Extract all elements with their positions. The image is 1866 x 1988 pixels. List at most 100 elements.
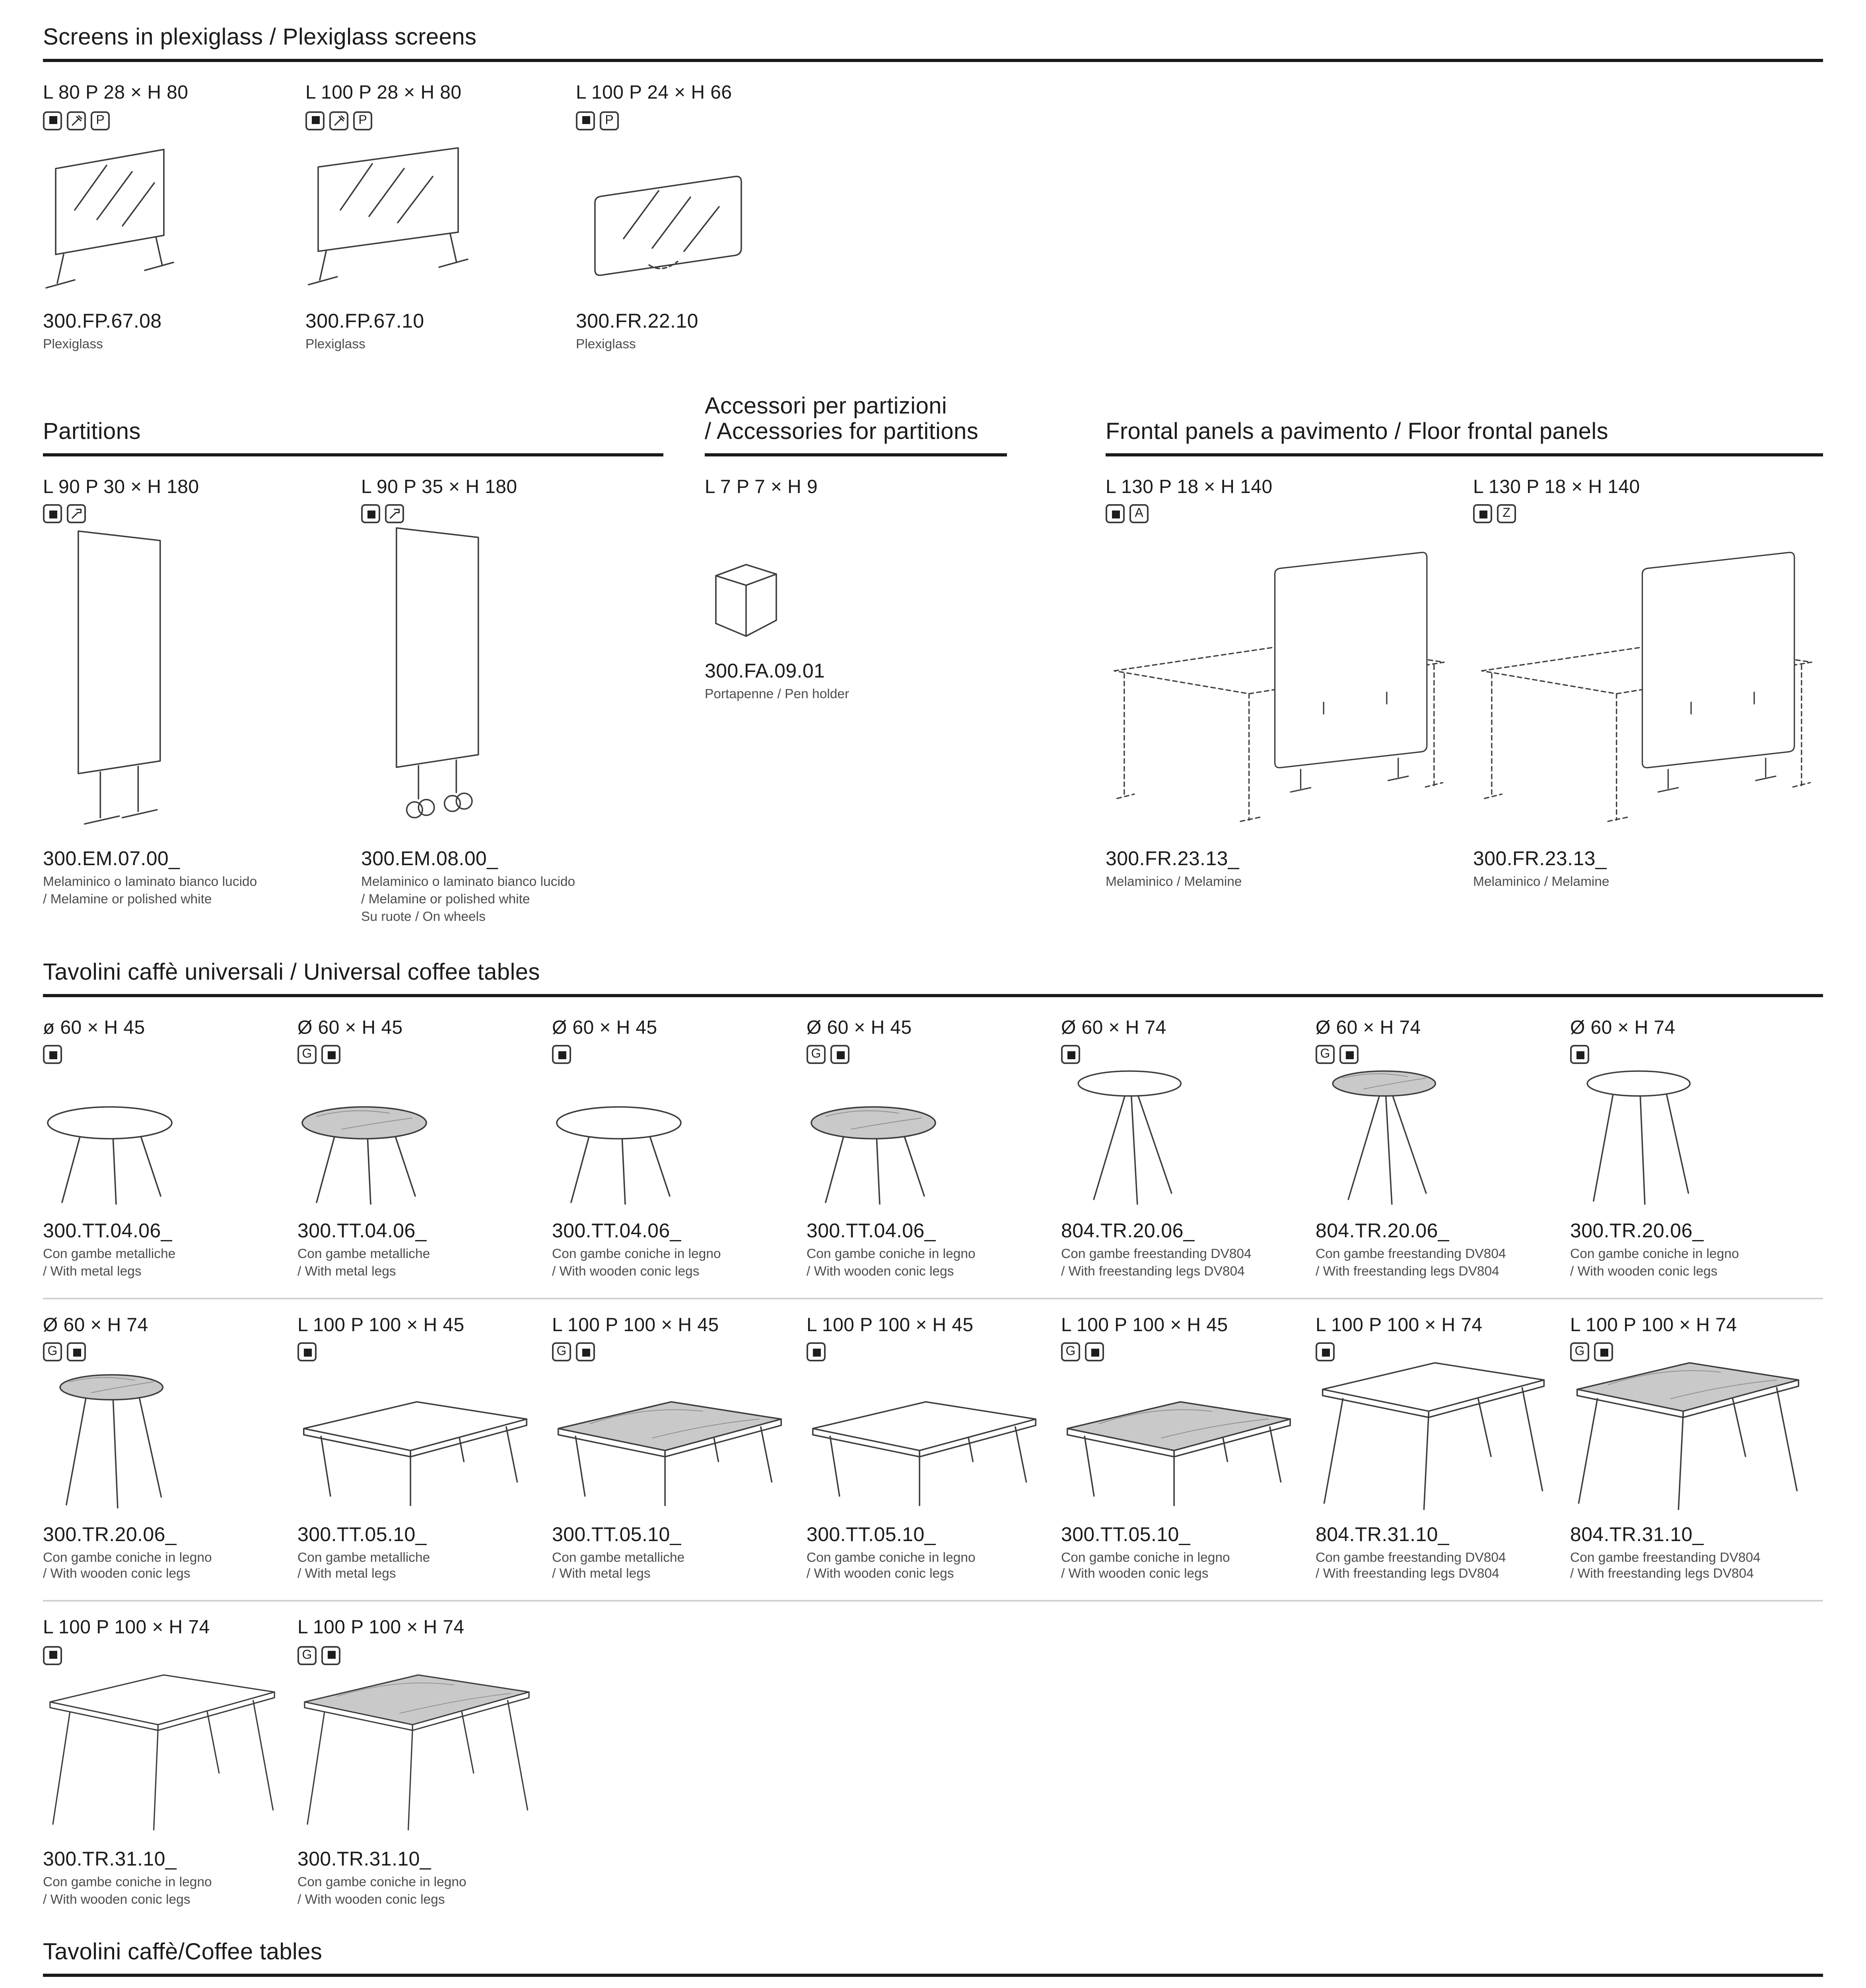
product-dimensions: L 100 P 100 × H 74 <box>1570 1313 1737 1336</box>
product-icons: Z <box>1473 504 1823 525</box>
product-card: L 130 P 18 × H 140 Z 300.FR.23.13_ Melam… <box>1473 476 1823 891</box>
product-description: Con gambe freestanding DV804 / With free… <box>1316 1244 1506 1278</box>
row-divider <box>43 1297 1823 1299</box>
product-icons: G <box>43 1342 282 1362</box>
product-dimensions: L 100 P 100 × H 45 <box>1061 1313 1228 1336</box>
filled-square-icon <box>576 111 595 130</box>
filled-square-icon <box>1061 1045 1080 1064</box>
product-icons <box>1316 1342 1554 1362</box>
section-title: Screens in plexiglass / Plexiglass scree… <box>43 25 477 51</box>
product-dimensions: L 130 P 18 × H 140 <box>1106 475 1273 498</box>
product-card: Ø 60 × H 74 804.TR.20.06_ Con gambe free… <box>1061 1016 1300 1279</box>
product-icons <box>1570 1044 1809 1065</box>
product-illustration <box>1061 1070 1300 1208</box>
product-illustration <box>43 137 305 299</box>
product-illustration <box>552 1369 791 1512</box>
product-description: Melaminico / Melamine <box>1473 873 1609 889</box>
product-dimensions: Ø 60 × H 74 <box>1316 1015 1421 1038</box>
product-description: Con gambe coniche in legno / With wooden… <box>43 1874 212 1908</box>
gres-top-icon: G <box>807 1045 826 1064</box>
product-illustration <box>43 530 345 837</box>
product-card: Ø 60 × H 74 G 804.TR.20.06_ Con gambe fr… <box>1316 1016 1554 1279</box>
product-dimensions: L 80 P 28 × H 80 <box>43 81 189 103</box>
product-dimensions: L 100 P 100 × H 74 <box>297 1616 465 1639</box>
product-illustration <box>552 1072 791 1208</box>
product-dimensions: Ø 60 × H 74 <box>43 1313 148 1336</box>
product-dimensions: L 100 P 100 × H 74 <box>43 1616 210 1639</box>
product-icons <box>705 504 1007 525</box>
filled-square-icon <box>321 1045 340 1064</box>
product-code: 804.TR.20.06_ <box>1061 1219 1195 1242</box>
product-icons <box>552 1044 791 1065</box>
section-title: Partitions <box>43 419 141 445</box>
universal-tables-row-3: L 100 P 100 × H 74 300.TR.31.10_ Con gam… <box>43 1617 1823 1909</box>
product-icons: A <box>1106 504 1456 525</box>
product-code: 300.EM.07.00_ <box>43 847 180 870</box>
product-code: 300.TT.04.06_ <box>552 1219 681 1242</box>
product-code: 300.TR.31.10_ <box>43 1848 177 1871</box>
product-icons: P <box>43 110 305 130</box>
product-dimensions: L 130 P 18 × H 140 <box>1473 475 1640 498</box>
product-dimensions: Ø 60 × H 74 <box>1570 1015 1676 1038</box>
row-divider <box>43 1600 1823 1602</box>
product-description: Con gambe metalliche / With metal legs <box>297 1548 430 1582</box>
product-code: 804.TR.31.10_ <box>1316 1523 1449 1545</box>
section-rule <box>43 59 1823 62</box>
gres-top-icon: G <box>552 1342 571 1362</box>
product-dimensions: L 100 P 100 × H 74 <box>1316 1313 1483 1336</box>
product-code: 300.TR.20.06_ <box>43 1523 177 1545</box>
product-card: Ø 60 × H 74 G 300.TR.20.06_ Con gambe co… <box>43 1313 282 1583</box>
knocked-down-icon <box>67 111 86 130</box>
filled-square-icon <box>576 1342 595 1362</box>
plexiglass-icon: P <box>91 111 110 130</box>
product-icons: G <box>552 1342 791 1362</box>
abs-clamps-icon: A <box>1129 505 1149 524</box>
product-card: L 100 P 100 × H 45 300.TT.05.10_ Con gam… <box>807 1313 1045 1583</box>
product-description: Melaminico o laminato bianco lucido / Me… <box>43 873 257 907</box>
product-icons: G <box>1570 1342 1809 1362</box>
gres-top-icon: G <box>297 1045 317 1064</box>
product-dimensions: Ø 60 × H 45 <box>297 1015 403 1038</box>
product-illustration <box>43 1672 282 1838</box>
product-icons: G <box>1061 1342 1300 1362</box>
product-description: Plexiglass <box>576 336 636 351</box>
product-dimensions: L 100 P 100 × H 45 <box>552 1313 719 1336</box>
product-code: 300.FA.09.01 <box>705 660 825 682</box>
product-icons <box>43 1044 282 1065</box>
product-illustration <box>807 1369 1045 1512</box>
filled-square-icon <box>43 505 62 524</box>
filled-square-icon <box>1085 1342 1104 1362</box>
product-description: Melaminico / Melamine <box>1106 873 1242 889</box>
product-description: Con gambe coniche in legno / With wooden… <box>807 1244 976 1278</box>
product-icons <box>361 504 663 525</box>
product-description: Con gambe metalliche / With metal legs <box>43 1244 176 1278</box>
product-code: 804.TR.20.06_ <box>1316 1219 1449 1242</box>
product-icons: P <box>305 110 576 130</box>
product-card: Ø 60 × H 45 G 300.TT.04.06_ Con gambe co… <box>807 1016 1045 1279</box>
product-dimensions: L 7 P 7 × H 9 <box>705 475 818 498</box>
product-icons <box>43 1645 282 1666</box>
section-plexiglass-screens: Screens in plexiglass / Plexiglass scree… <box>43 25 1823 353</box>
product-code: 300.EM.08.00_ <box>361 847 498 870</box>
filled-square-icon <box>830 1045 849 1064</box>
gres-top-icon: G <box>1570 1342 1589 1362</box>
product-illustration <box>1570 1070 1809 1208</box>
product-code: 804.TR.31.10_ <box>1570 1523 1704 1545</box>
product-code: 300.TR.20.06_ <box>1570 1219 1704 1242</box>
filled-square-icon <box>1473 505 1492 524</box>
gres-top-icon: G <box>297 1646 317 1665</box>
section-title: Frontal panels a pavimento / Floor front… <box>1106 419 1609 445</box>
product-description: Con gambe metalliche / With metal legs <box>552 1548 685 1582</box>
product-illustration <box>807 1072 1045 1208</box>
product-code: 300.FR.22.10 <box>576 310 698 332</box>
product-illustration <box>297 1369 536 1512</box>
product-card: L 80 P 28 × H 80 P 300.FP.67.08 Plexigla… <box>43 81 305 353</box>
product-card: L 100 P 100 × H 74 G 804.TR.31.10_ Con g… <box>1570 1313 1809 1583</box>
section-coffee-tables: Tavolini caffè/Coffee tables P 60 × H 42… <box>43 1941 1823 1988</box>
product-card: L 7 P 7 × H 9 300.FA.09.01 Portapenne / … <box>705 476 1007 703</box>
product-description: Con gambe coniche in legno / With wooden… <box>43 1548 212 1582</box>
product-code: 300.TT.05.10_ <box>807 1523 936 1545</box>
product-illustration <box>297 1672 536 1838</box>
product-icons: G <box>1316 1044 1554 1065</box>
filled-square-icon <box>43 111 62 130</box>
